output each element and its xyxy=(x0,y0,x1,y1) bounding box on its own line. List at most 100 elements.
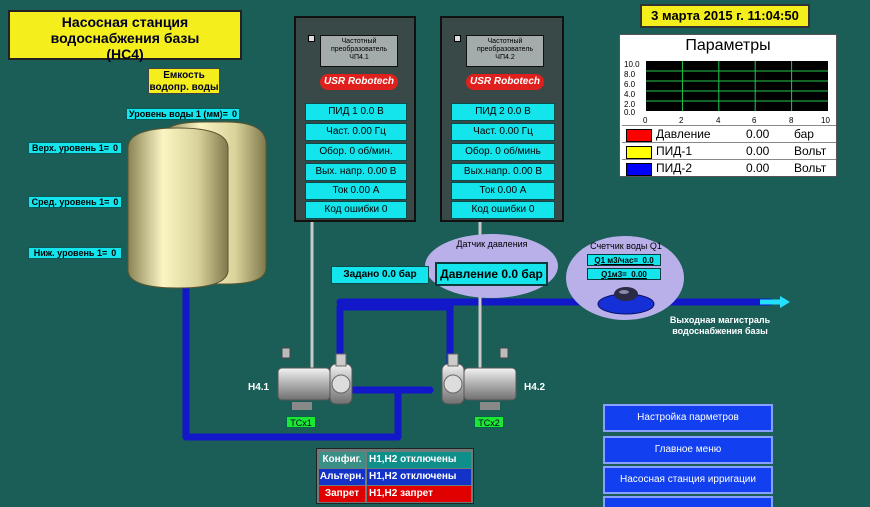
vfd1-error-code: Код ошибки 0 xyxy=(305,201,407,219)
tank-level-mm-label: Уровень воды 1 (мм)= xyxy=(129,109,228,119)
tank-lower-level-value: 0 xyxy=(111,248,117,258)
legend-swatch-pid2 xyxy=(626,163,652,176)
legend-row-pressure: Давление 0.00 бар xyxy=(622,125,836,143)
y-tick-1: 8.0 xyxy=(624,70,636,79)
pressure-setpoint[interactable]: Задано 0.0 бар xyxy=(331,266,429,284)
legend-unit-pressure: бар xyxy=(794,127,814,141)
station-title-line2: водоснабжения базы xyxy=(50,30,200,46)
flow-meter-icon xyxy=(597,287,655,315)
vfd1-current: Ток 0.00 А xyxy=(305,182,407,200)
vfd1-label-line3: ЧП4.1 xyxy=(349,54,369,61)
vfd2-indicator xyxy=(454,35,461,42)
tank-level-mm: Уровень воды 1 (мм)=0 xyxy=(126,108,240,120)
legend-unit-pid1: Вольт xyxy=(794,144,827,158)
vfd2-frequency: Част. 0.00 Гц xyxy=(451,123,555,141)
main-line-caption-line2: водоснабжения базы xyxy=(672,326,768,336)
flow-meter-caption: Счетчик воды Q1 xyxy=(590,241,662,251)
pump-2-label: Н4.2 xyxy=(524,382,546,393)
tank-level-mm-value: 0 xyxy=(231,109,237,119)
trend-grid xyxy=(646,61,828,111)
pressure-readout: Давление 0.0 бар xyxy=(435,262,548,286)
vfd2-label: Частотный преобразователь ЧП4.2 xyxy=(466,35,544,67)
tank-label-line2: водопр. воды xyxy=(149,82,219,93)
vfd1-speed: Обор. 0 об/мин. xyxy=(305,143,407,161)
y-tick-3: 4.0 xyxy=(624,90,636,99)
irrigation-station-button[interactable]: Насосная станция ирригации xyxy=(603,466,773,494)
legend-name-pressure: Давление xyxy=(656,127,711,141)
legend-value-pressure: 0.00 xyxy=(746,127,770,141)
vfd2-speed: Обор. 0 об/минь xyxy=(451,143,555,161)
y-tick-4: 2.0 xyxy=(624,100,636,109)
x-tick-4: 8 xyxy=(789,116,794,125)
status-row-alternation: Альтерн. Н1,Н2 отключены xyxy=(319,469,471,485)
tank-label-line1: Емкость xyxy=(163,70,205,81)
vfd1-frequency: Част. 0.00 Гц xyxy=(305,123,407,141)
tank-middle-level: Сред. уровень 1=0 xyxy=(28,196,122,208)
tank-lower-level: Ниж. уровень 1=0 xyxy=(28,247,122,259)
y-tick-5: 0.0 xyxy=(624,108,636,117)
vfd2-current: Ток 0.00 А xyxy=(451,182,555,200)
main-menu-button[interactable]: Главное меню xyxy=(603,436,773,464)
tank-upper-level-label: Верх. уровень 1= xyxy=(32,143,109,153)
x-tick-1: 2 xyxy=(679,116,684,125)
trend-plot-area xyxy=(646,61,828,111)
tank-label: Емкость водопр. воды xyxy=(148,68,220,94)
flow-rate-value: 0.0 xyxy=(642,256,654,265)
flow-total-label: Q1м3= xyxy=(601,270,627,279)
flow-total-value: 0.00 xyxy=(631,270,647,279)
vfd2-brand: USR Robotech xyxy=(466,74,544,90)
vfd1-brand: USR Robotech xyxy=(320,74,398,90)
legend-value-pid2: 0.00 xyxy=(746,161,770,175)
vfd1-label-line1: Частотный xyxy=(341,38,377,45)
tank-lower-level-label: Ниж. уровень 1= xyxy=(33,248,108,258)
flow-total-readout: Q1м3= 0.00 xyxy=(587,268,661,280)
parameters-trend-chart: 10.0 8.0 6.0 4.0 2.0 0.0 0 2 4 6 8 10 xyxy=(624,60,830,125)
vfd2-label-line2: преобразователь xyxy=(476,46,534,53)
status-alternation-value: Н1,Н2 отключены xyxy=(367,469,471,485)
station-title-line1: Насосная станция xyxy=(61,14,189,30)
vfd1-pid: ПИД 1 0.0 В xyxy=(305,103,407,121)
parameters-title: Параметры xyxy=(685,37,771,54)
pump-1-tc: ТСх1 xyxy=(286,416,316,428)
pump-1-label: Н4.1 xyxy=(248,382,270,393)
flow-rate-readout: Q1 м3/час= 0.0 xyxy=(587,254,661,266)
status-row-block: Запрет Н1,Н2 запрет xyxy=(319,486,471,502)
vfd2-output-voltage: Вых.напр. 0.00 В xyxy=(451,163,555,181)
pump-2[interactable] xyxy=(432,346,518,416)
pump-status-panel: Конфиг. Н1,Н2 отключены Альтерн. Н1,Н2 о… xyxy=(316,448,474,504)
x-tick-5: 10 xyxy=(821,116,830,125)
y-tick-2: 6.0 xyxy=(624,80,636,89)
main-line-caption-line1: Выходная магистраль xyxy=(669,315,771,325)
pump-2-tc: ТСх2 xyxy=(474,416,504,428)
vfd1-label: Частотный преобразователь ЧП4.1 xyxy=(320,35,398,67)
tank-upper-level: Верх. уровень 1=0 xyxy=(28,142,122,154)
vfd2-label-line3: ЧП4.2 xyxy=(495,54,515,61)
main-line-caption: Выходная магистраль водоснабжения базы xyxy=(650,315,790,337)
vfd1-output-voltage: Вых. напр. 0.00 В xyxy=(305,163,407,181)
pressure-sensor-caption: Датчик давления xyxy=(456,239,528,249)
flow-rate-label: Q1 м3/час= xyxy=(594,256,639,265)
vfd1-indicator xyxy=(308,35,315,42)
vfd1-label-line2: преобразователь xyxy=(330,46,388,53)
legend-name-pid1: ПИД-1 xyxy=(656,144,693,158)
vfd-cabinet-2: Частотный преобразователь ЧП4.2 USR Robo… xyxy=(440,16,564,222)
legend-swatch-pressure xyxy=(626,129,652,142)
status-block-value: Н1,Н2 запрет xyxy=(367,486,471,502)
x-tick-2: 4 xyxy=(716,116,721,125)
vfd2-label-line1: Частотный xyxy=(487,38,523,45)
pump-1[interactable] xyxy=(276,346,362,416)
vfd2-error-code: Код ошибки 0 xyxy=(451,201,555,219)
status-config-value: Н1,Н2 отключены xyxy=(367,452,471,468)
datetime-display: 3 марта 2015 г. 11:04:50 xyxy=(640,4,810,28)
station-title: Насосная станция водоснабжения базы (НС4… xyxy=(8,10,242,62)
parameters-panel: Параметры 10.0 8.0 6.0 4.0 2.0 0.0 0 2 4… xyxy=(619,34,837,177)
legend-row-pid1: ПИД-1 0.00 Вольт xyxy=(622,142,836,160)
legend-swatch-pid1 xyxy=(626,146,652,159)
settings-button[interactable]: Настройка парметров xyxy=(603,404,773,432)
legend-row-pid2: ПИД-2 0.00 Вольт xyxy=(622,159,836,177)
station-title-line3: (НС4) xyxy=(106,46,144,62)
status-config-key: Конфиг. xyxy=(319,452,365,468)
x-tick-3: 6 xyxy=(752,116,757,125)
extra-nav-button[interactable] xyxy=(603,496,773,507)
